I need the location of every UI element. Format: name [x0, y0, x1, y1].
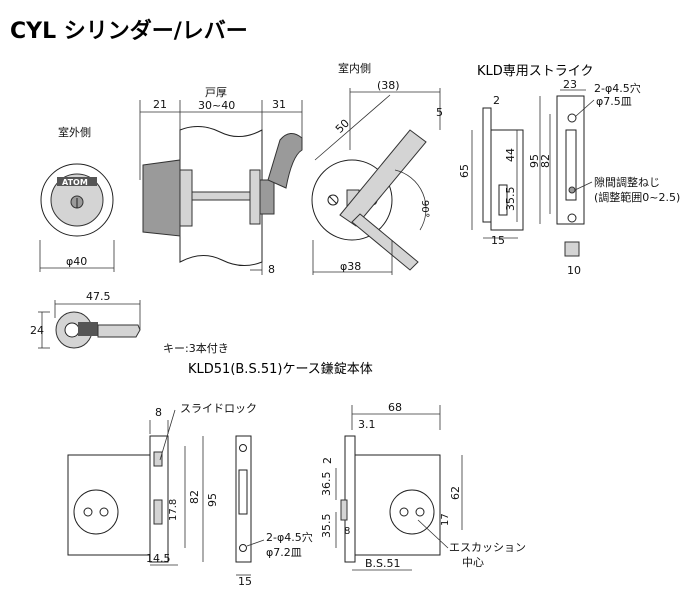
dim-c15: 15	[238, 575, 252, 588]
cylinder-face-view: 室外側 ATOM φ40	[39, 125, 115, 272]
dim-phi38: φ38	[340, 260, 361, 273]
inside-label: 室内側	[338, 61, 371, 75]
key-note: キー:3本付き	[163, 341, 229, 355]
dim-30-40: 30~40	[198, 99, 235, 112]
dim-c14-5: 14.5	[146, 552, 171, 565]
lever-rose	[249, 169, 261, 225]
dim-s35-5: 35.5	[504, 187, 517, 212]
dim-90: 90°	[419, 200, 430, 218]
case-title: KLD51(B.S.51)ケース鎌錠本体	[188, 362, 373, 377]
case-front-plate: 15 2-φ4.5穴 φ7.2皿	[235, 435, 313, 588]
dim-s15: 15	[491, 234, 505, 247]
dim-c68: 68	[388, 401, 402, 414]
outside-label: 室外側	[58, 125, 91, 139]
dim-c62: 62	[449, 486, 462, 500]
dim-8: 8	[268, 263, 275, 276]
dim-c95: 95	[206, 493, 219, 507]
dim-s65: 65	[458, 164, 471, 178]
strike-drawing: KLD専用ストライク 2 65 44 35.5 15 23 95 82 10 2…	[458, 64, 680, 277]
dim-31: 31	[272, 98, 286, 111]
dim-s10: 10	[567, 264, 581, 277]
dim-c17-8: 17.8	[168, 499, 179, 521]
side-view: 21 戸厚 30~40 31 8	[139, 86, 303, 276]
case-hole-label: 2-φ4.5穴	[266, 530, 313, 544]
dim-c35-5: 35.5	[320, 514, 333, 539]
strike-title: KLD専用ストライク	[477, 64, 594, 79]
strike-hole-label: 2-φ4.5穴	[594, 81, 641, 95]
lever-arm-diagonal	[339, 129, 427, 227]
strike-countersink-label: φ7.5皿	[596, 95, 632, 108]
dim-c17: 17	[440, 513, 451, 526]
gap-screw	[568, 186, 576, 194]
lever-arm-rotated	[351, 213, 419, 271]
dim-c8b: 8	[344, 526, 350, 537]
dim-c82: 82	[188, 490, 201, 504]
cylinder-logo: ATOM	[62, 178, 88, 187]
case-inside-view: 68 3.1 2 36.5 35.5 62 17 8 B.S.51 エスカッショ…	[320, 401, 526, 571]
slide-lock-label: スライドロック	[180, 402, 257, 415]
cylinder-body	[142, 159, 181, 237]
dim-c3-1: 3.1	[358, 418, 376, 431]
dim-s2: 2	[493, 94, 500, 107]
gap-screw-label: 隙間調整ねじ	[594, 175, 660, 189]
dim-s82: 82	[539, 154, 552, 168]
dim-c8: 8	[155, 406, 162, 419]
key-logo-plate	[78, 322, 98, 336]
inside-view: 室内側 (38) 50 5 90° φ38	[311, 61, 443, 275]
dim-21: 21	[153, 98, 167, 111]
escutcheon-center-label: 中心	[462, 556, 484, 569]
dim-50: 50	[333, 117, 352, 136]
case-countersink-label: φ7.2皿	[266, 546, 302, 559]
dim-24: 24	[30, 324, 44, 337]
lever-hub	[259, 179, 275, 215]
strike-side-plate	[482, 107, 492, 223]
dim-c2: 2	[321, 457, 334, 464]
lever-handle	[267, 133, 303, 189]
dim-c36-5: 36.5	[320, 472, 333, 497]
dim-47-5: 47.5	[86, 290, 111, 303]
dim-bs51: B.S.51	[365, 557, 401, 570]
key-drawing: 47.5 24 キー:3本付き	[30, 290, 229, 355]
escutcheon-label: エスカッション	[449, 541, 526, 554]
dim-s23: 23	[563, 78, 577, 91]
case-face-plate	[149, 435, 169, 563]
key-blade	[97, 324, 141, 338]
gap-screw-range: (調整範囲0~2.5)	[594, 190, 680, 204]
dim-38-paren: (38)	[377, 79, 400, 92]
cylinder-logo-plate	[57, 177, 97, 186]
page-title: CYL シリンダー/レバー	[10, 18, 248, 44]
dim-5: 5	[436, 106, 443, 119]
dim-phi40: φ40	[66, 255, 87, 268]
case-side-view: 8 スライドロック 82 95 17.8 14.5	[67, 402, 257, 566]
dim-s95: 95	[528, 154, 541, 168]
strike-slot	[565, 129, 577, 201]
door-thickness-label: 戸厚	[205, 86, 227, 99]
cylinder-collar	[179, 169, 193, 227]
arc-90	[394, 169, 427, 231]
spindle	[191, 191, 259, 201]
dim-s44: 44	[504, 148, 517, 162]
case-inside-plate	[344, 435, 356, 563]
